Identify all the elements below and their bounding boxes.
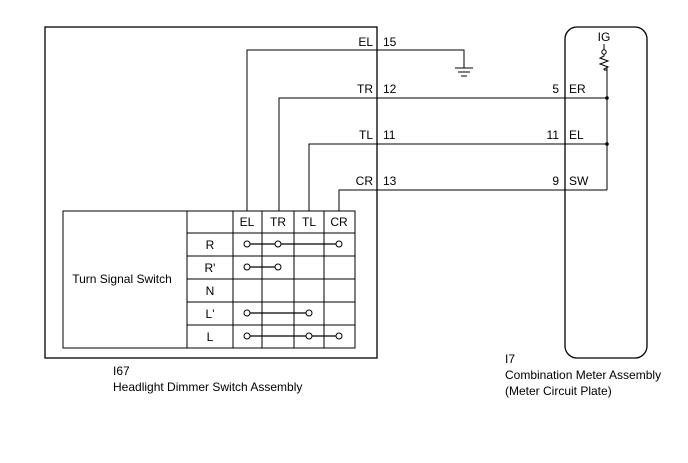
- turn-signal-switch-title: Turn Signal Switch: [72, 272, 172, 286]
- meter-pin-number-9: 9: [552, 174, 559, 188]
- meter-connector-id: I7: [505, 352, 515, 366]
- column-header-tl: TL: [302, 215, 316, 229]
- row-label-r-prime: R': [205, 261, 216, 275]
- meter-assembly-subtitle: (Meter Circuit Plate): [505, 384, 612, 398]
- meter-assembly-name: Combination Meter Assembly: [505, 368, 661, 382]
- meter-pin-label-sw: SW: [569, 174, 589, 188]
- wire-el: [246, 49, 465, 211]
- wire-tr: [278, 97, 607, 211]
- pin-number-12: 12: [383, 82, 397, 96]
- continuity-terminal: [305, 309, 313, 317]
- captions: I67 Headlight Dimmer Switch Assembly I7 …: [113, 352, 661, 398]
- column-header-cr: CR: [330, 215, 348, 229]
- switch-column-headers: EL TR TL CR: [240, 215, 348, 229]
- pin-number-11: 11: [383, 128, 396, 142]
- continuity-terminal: [305, 332, 313, 340]
- turn-signal-switch-table: [62, 210, 356, 349]
- headlight-assembly-box: [44, 26, 378, 359]
- wire-cr: [338, 189, 607, 211]
- pin-label-tr: TR: [357, 82, 373, 96]
- pin-number-13: 13: [383, 174, 397, 188]
- wires: [246, 44, 608, 211]
- junction-dots: [605, 96, 609, 146]
- continuity-terminal: [274, 240, 282, 248]
- continuity-terminal: [243, 263, 251, 271]
- pin-label-tl: TL: [359, 128, 373, 142]
- ground-icon: [455, 67, 473, 77]
- continuity-terminal: [243, 240, 251, 248]
- continuity-terminal: [274, 263, 282, 271]
- ig-resistor-icon: [598, 49, 610, 71]
- continuity-terminal: [335, 332, 343, 340]
- meter-pin-labels: IG 5 ER 11 EL 9 SW: [547, 30, 611, 188]
- row-label-r: R: [206, 238, 215, 252]
- meter-pin-number-5: 5: [552, 82, 559, 96]
- row-label-l: L: [207, 330, 214, 344]
- pin-label-el: EL: [358, 35, 373, 49]
- headlight-connector-id: I67: [113, 364, 130, 378]
- continuity-terminal: [335, 240, 343, 248]
- column-header-el: EL: [240, 215, 255, 229]
- combination-meter-box: [564, 26, 648, 359]
- row-label-n: N: [206, 284, 215, 298]
- continuity-marks: [243, 240, 343, 340]
- meter-pin-label-el: EL: [569, 128, 584, 142]
- column-header-tr: TR: [270, 215, 286, 229]
- continuity-terminal: [243, 309, 251, 317]
- meter-pin-number-11: 11: [547, 128, 560, 142]
- switch-row-labels: R R' N L' L: [205, 238, 216, 344]
- pin-number-15: 15: [383, 35, 397, 49]
- meter-pin-label-er: ER: [569, 82, 586, 96]
- headlight-pin-labels: EL 15 TR 12 TL 11 CR 13: [356, 35, 397, 188]
- pin-label-cr: CR: [356, 174, 374, 188]
- row-label-l-prime: L': [206, 307, 215, 321]
- wire-tl: [308, 143, 607, 211]
- headlight-assembly-name: Headlight Dimmer Switch Assembly: [113, 380, 302, 394]
- meter-power-label: IG: [598, 30, 611, 44]
- continuity-terminal: [243, 332, 251, 340]
